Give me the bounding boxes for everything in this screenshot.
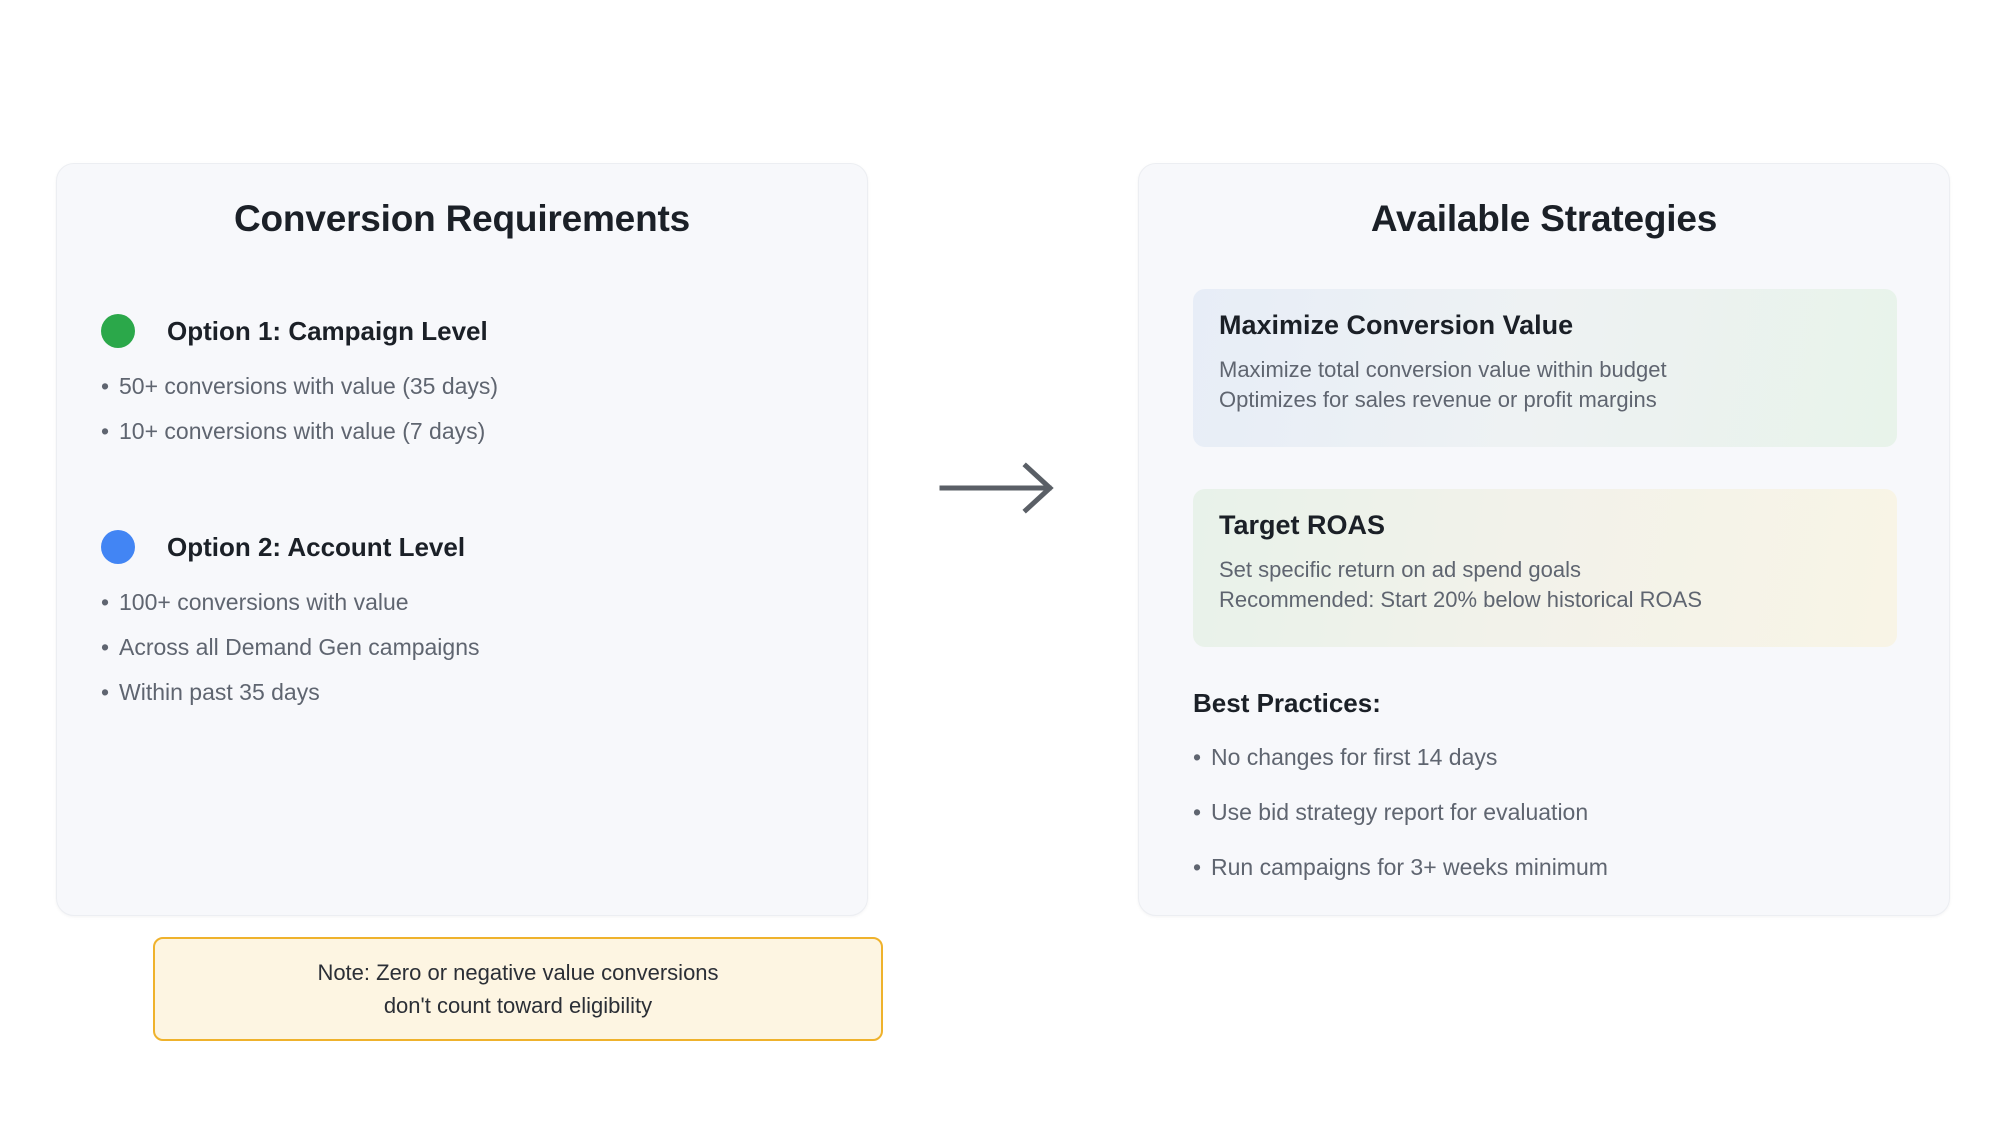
- strategy-card-target-roas[interactable]: Target ROAS Set specific return on ad sp…: [1193, 489, 1897, 647]
- note-line-2: don't count toward eligibility: [383, 993, 653, 1018]
- strategy-2-desc-line-2: Recommended: Start 20% below historical …: [1219, 586, 1702, 612]
- left-card-title: Conversion Requirements: [234, 198, 690, 239]
- list-item: Across all Demand Gen campaigns: [101, 636, 833, 660]
- option-group-account-level: Option 2: Account Level 100+ conversions…: [101, 525, 833, 704]
- option-1-header: Option 1: Campaign Level: [101, 309, 833, 353]
- list-item: Within past 35 days: [101, 681, 833, 705]
- conversion-requirements-card: Conversion Requirements Option 1: Campai…: [56, 163, 883, 1041]
- status-dot-green-icon: [101, 314, 135, 348]
- strategy-1-desc-line-2: Optimizes for sales revenue or profit ma…: [1219, 386, 1657, 412]
- list-item: 10+ conversions with value (7 days): [101, 420, 833, 444]
- strategy-1-desc-line-1: Maximize total conversion value within b…: [1219, 356, 1667, 382]
- available-strategies-card: Available Strategies Maximize Conversion…: [1138, 163, 1950, 916]
- option-group-campaign-level: Option 1: Campaign Level 50+ conversions…: [101, 309, 833, 443]
- list-item: No changes for first 14 days: [1193, 746, 1608, 770]
- list-item: 100+ conversions with value: [101, 591, 833, 615]
- best-practices-list: No changes for first 14 days Use bid str…: [1193, 746, 1608, 911]
- strategy-card-maximize-conversion-value[interactable]: Maximize Conversion Value Maximize total…: [1193, 289, 1897, 447]
- strategy-1-name: Maximize Conversion Value: [1219, 310, 1574, 340]
- list-item: Use bid strategy report for evaluation: [1193, 801, 1608, 825]
- note-line-1: Note: Zero or negative value conversions: [317, 959, 719, 985]
- list-item: 50+ conversions with value (35 days): [101, 375, 833, 399]
- best-practices-title: Best Practices:: [1193, 688, 1381, 718]
- option-1-bullet-list: 50+ conversions with value (35 days) 10+…: [101, 375, 833, 444]
- strategy-2-desc-line-1: Set specific return on ad spend goals: [1219, 556, 1582, 582]
- option-2-title: Option 2: Account Level: [167, 531, 466, 562]
- status-dot-blue-icon: [101, 530, 135, 564]
- arrow-right-icon: [936, 458, 1066, 518]
- right-card-title: Available Strategies: [1370, 198, 1718, 239]
- eligibility-note-box: Note: Zero or negative value conversions…: [153, 937, 883, 1041]
- list-item: Run campaigns for 3+ weeks minimum: [1193, 856, 1608, 880]
- strategy-2-name: Target ROAS: [1219, 510, 1386, 540]
- option-2-header: Option 2: Account Level: [101, 525, 833, 569]
- option-1-title: Option 1: Campaign Level: [167, 315, 488, 346]
- option-2-bullet-list: 100+ conversions with value Across all D…: [101, 591, 833, 705]
